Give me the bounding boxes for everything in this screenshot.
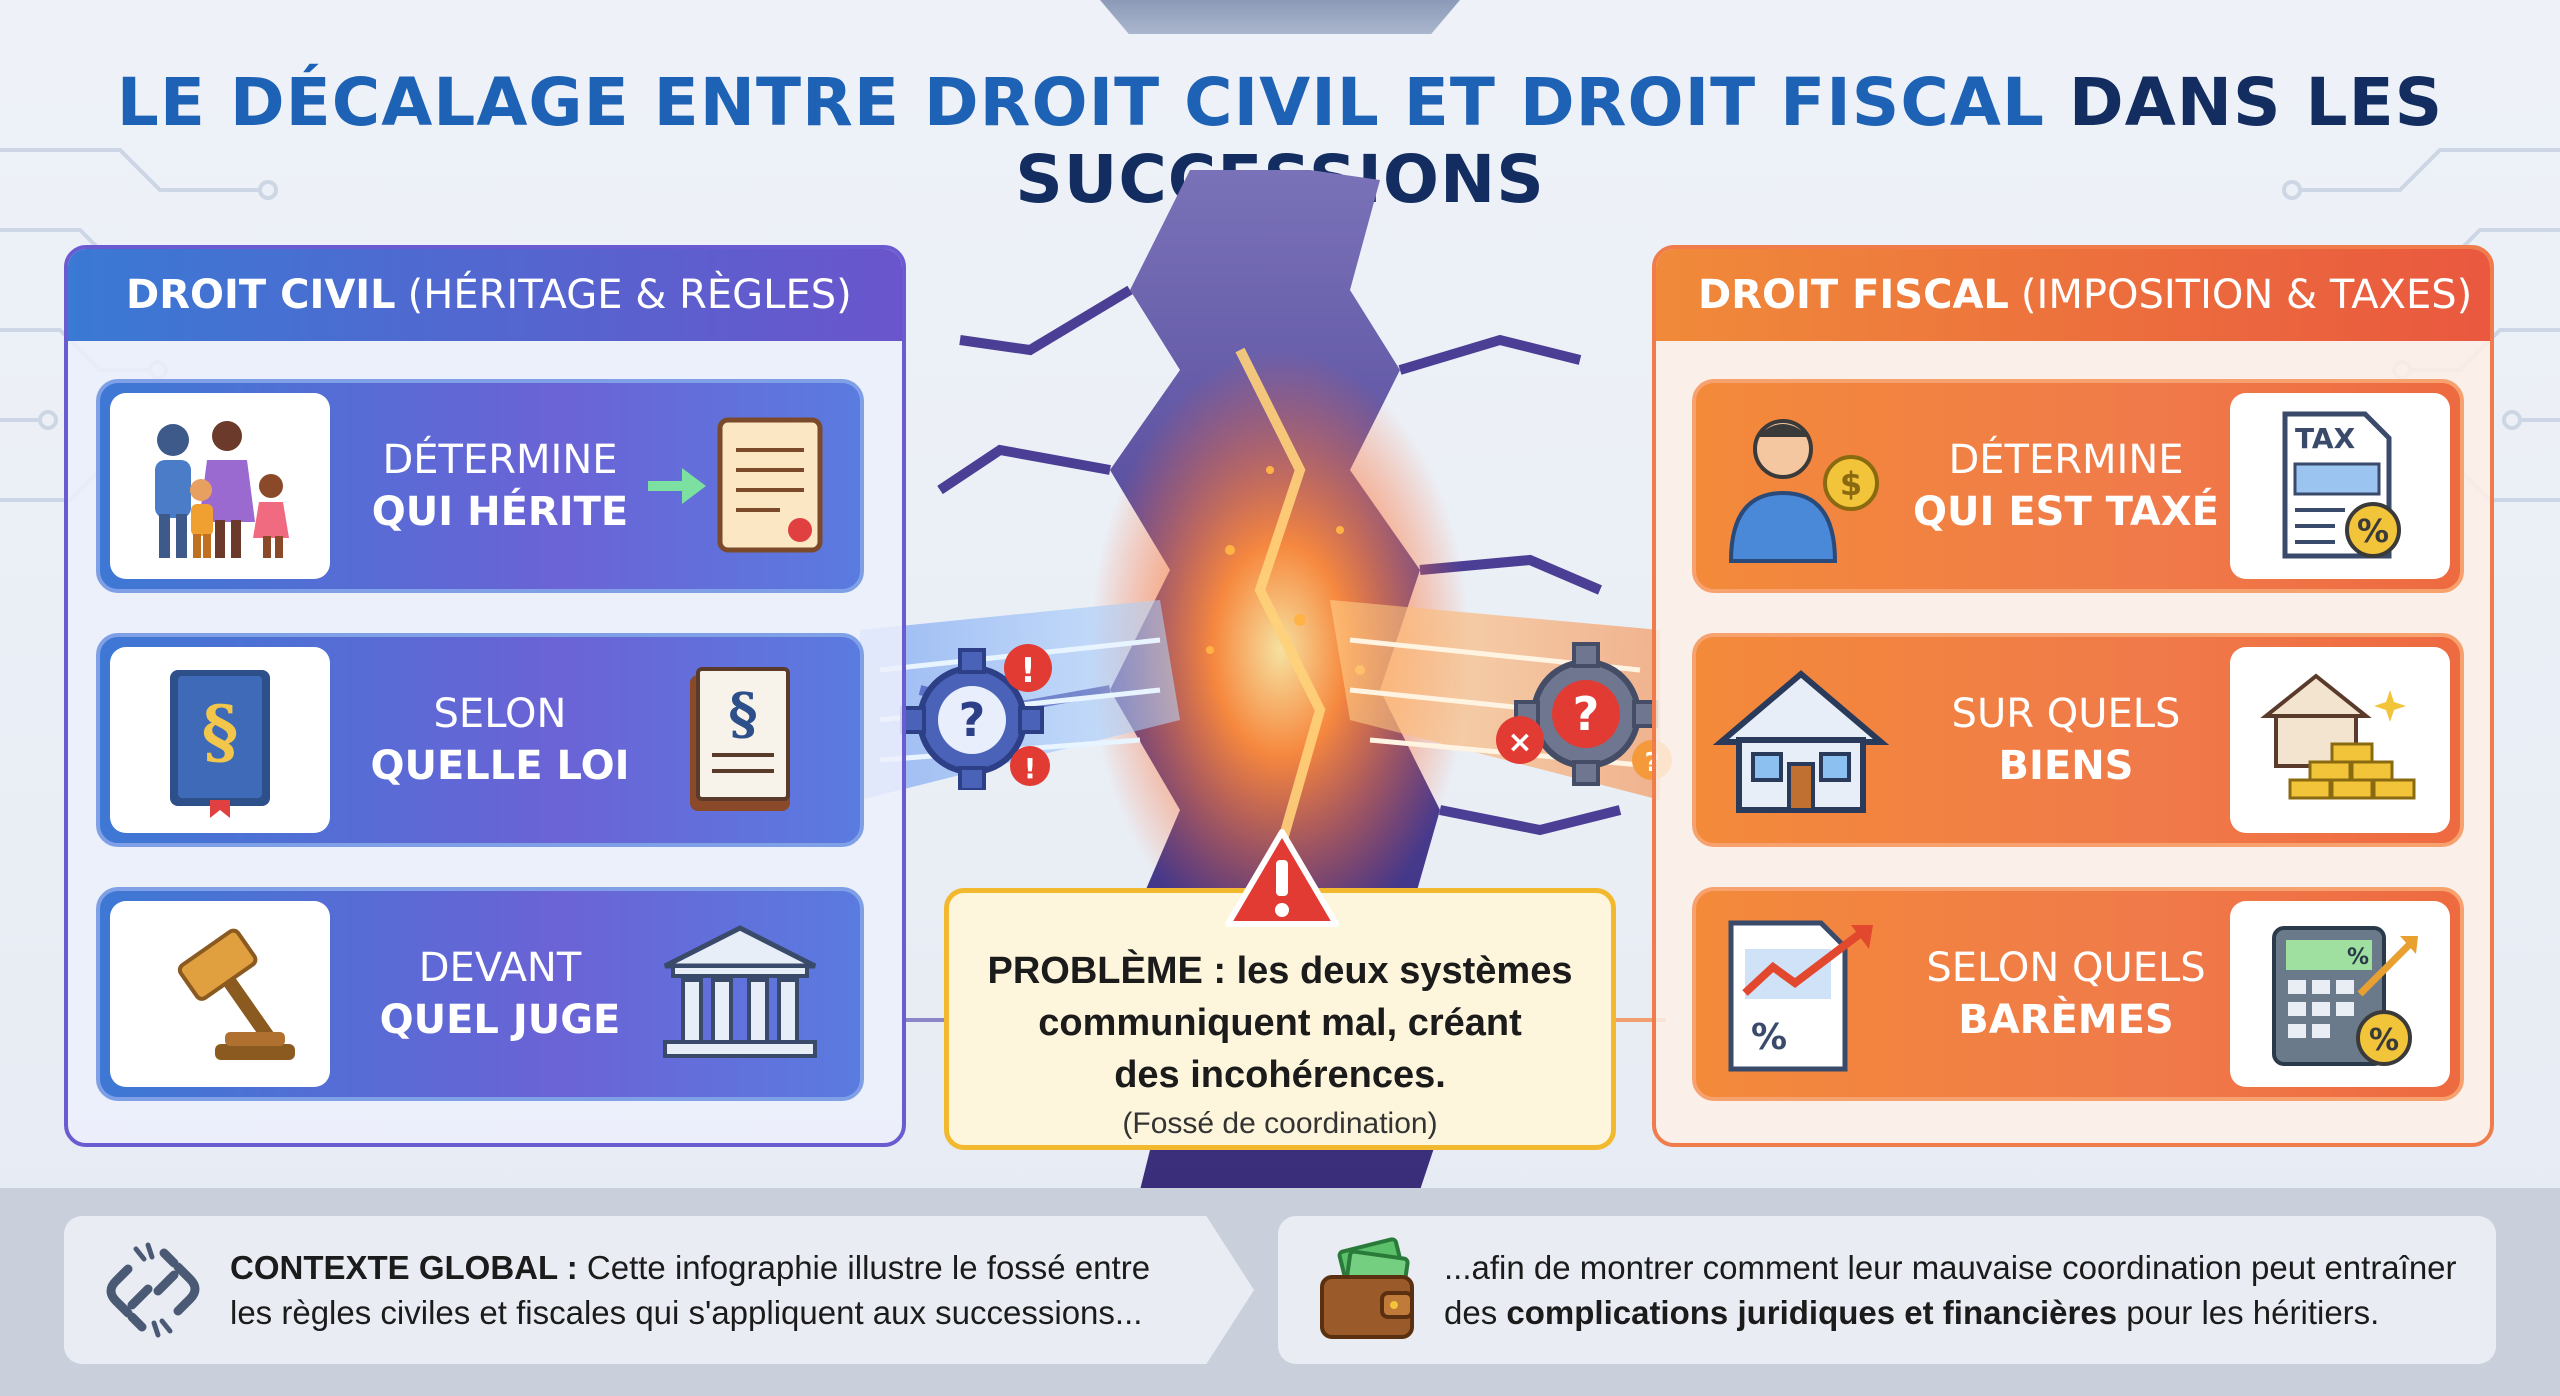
top-notch <box>1100 0 1460 34</box>
civil-row-quel-juge: DEVANT QUEL JUGE <box>96 887 864 1101</box>
family-icon <box>110 393 330 579</box>
droit-fiscal-header: DROIT FISCAL (IMPOSITION & TAXES) <box>1656 249 2490 341</box>
broken-link-icon <box>106 1242 200 1338</box>
footer-left-bold: CONTEXTE GLOBAL : <box>230 1249 578 1286</box>
svg-text:%: % <box>1751 1017 1787 1058</box>
fiscal-row-2-text: SUR QUELS BIENS <box>1906 637 2226 843</box>
footer-context-box: CONTEXTE GLOBAL : Cette infographie illu… <box>64 1216 1254 1364</box>
problem-sub: (Fossé de coordination) <box>1122 1107 1438 1140</box>
civil-row-quelle-loi: § SELON QUELLE LOI § <box>96 633 864 847</box>
fiscal-row-quels-biens: SUR QUELS BIENS <box>1692 633 2464 847</box>
footer-right-bold: complications juridiques et financières <box>1506 1294 2118 1331</box>
warning-icon <box>1225 829 1339 927</box>
footer-right-pre: des <box>1444 1294 1498 1331</box>
footer-right-line1: ...afin de montrer comment leur mauvaise… <box>1444 1249 2457 1286</box>
svg-text:%: % <box>2347 945 2369 970</box>
footer-left-line1: Cette infographie illustre le fossé entr… <box>586 1249 1151 1286</box>
house-icon <box>1696 655 1906 825</box>
civil-row-1-line1: DÉTERMINE <box>382 437 618 483</box>
tax-label: TAX <box>2295 422 2356 455</box>
gear-question-left-icon: ? ! ! <box>900 644 1052 790</box>
fiscal-row-3-text: SELON QUELS BARÈMES <box>1906 891 2226 1097</box>
problem-bold: PROBLÈME : <box>987 950 1227 992</box>
droit-civil-header: DROIT CIVIL (HÉRITAGE & RÈGLES) <box>68 249 902 341</box>
civil-row-1-line2: QUI HÉRITE <box>371 489 629 535</box>
civil-row-2-line2: QUELLE LOI <box>370 743 630 789</box>
civil-row-3-line2: QUEL JUGE <box>379 997 621 1043</box>
fiscal-row-1-text: DÉTERMINE QUI EST TAXÉ <box>1906 383 2226 589</box>
problem-box: PROBLÈME : les deux systèmes communiquen… <box>944 888 1616 1150</box>
problem-line3: des incohérences. <box>1114 1054 1446 1096</box>
civil-row-2-text: SELON QUELLE LOI <box>350 637 650 843</box>
house-gold-icon <box>2230 647 2450 833</box>
courthouse-icon <box>640 909 840 1079</box>
droit-civil-panel: DROIT CIVIL (HÉRITAGE & RÈGLES) DÉTERMIN… <box>64 245 906 1147</box>
footer-consequence-text: ...afin de montrer comment leur mauvaise… <box>1444 1245 2457 1335</box>
civil-row-1-text: DÉTERMINE QUI HÉRITE <box>350 383 650 589</box>
law-document-icon: § <box>640 655 840 825</box>
gavel-icon <box>110 901 330 1087</box>
svg-text:?: ? <box>1573 687 1600 741</box>
gear-question-right-icon: ? × ? <box>1496 642 1672 786</box>
svg-text:§: § <box>728 681 757 747</box>
footer-left-line2: les règles civiles et fiscales qui s'app… <box>230 1294 1143 1331</box>
svg-text:%: % <box>2357 512 2389 550</box>
civil-row-2-line1: SELON <box>433 691 567 737</box>
tax-document-icon: TAX % <box>2230 393 2450 579</box>
problem-line2: communiquent mal, créant <box>1038 1002 1522 1044</box>
svg-text:×: × <box>1507 725 1532 760</box>
droit-fiscal-panel: DROIT FISCAL (IMPOSITION & TAXES) $ DÉTE… <box>1652 245 2494 1147</box>
svg-text:!: ! <box>1024 752 1037 785</box>
taxpayer-icon: $ <box>1696 401 1906 571</box>
footer-context-text: CONTEXTE GLOBAL : Cette infographie illu… <box>230 1245 1150 1335</box>
chart-document-icon: % <box>1696 909 1906 1079</box>
fiscal-row-quels-baremes: % SELON QUELS BARÈMES % % <box>1692 887 2464 1101</box>
civil-row-qui-herite: DÉTERMINE QUI HÉRITE <box>96 379 864 593</box>
footer-bar: CONTEXTE GLOBAL : Cette infographie illu… <box>0 1188 2560 1396</box>
fiscal-row-1-line2: QUI EST TAXÉ <box>1913 489 2219 535</box>
svg-text:?: ? <box>959 693 986 747</box>
problem-message: PROBLÈME : les deux systèmes communiquen… <box>949 945 1611 1101</box>
svg-text:!: ! <box>1020 651 1036 691</box>
droit-civil-header-rest: (HÉRITAGE & RÈGLES) <box>407 272 852 318</box>
wallet-money-icon <box>1320 1237 1414 1339</box>
footer-consequence-box: ...afin de montrer comment leur mauvaise… <box>1278 1216 2496 1364</box>
fiscal-row-1-line1: DÉTERMINE <box>1948 437 2184 483</box>
title-part1: LE DÉCALAGE ENTRE DROIT CIVIL ET DROIT F… <box>116 64 2045 141</box>
svg-text:%: % <box>2369 1023 2399 1058</box>
arrow-scroll-icon <box>640 401 840 571</box>
page-title: LE DÉCALAGE ENTRE DROIT CIVIL ET DROIT F… <box>0 64 2560 218</box>
fiscal-row-3-line2: BARÈMES <box>1958 997 2174 1043</box>
svg-text:§: § <box>202 690 239 773</box>
droit-fiscal-header-rest: (IMPOSITION & TAXES) <box>2020 272 2473 318</box>
svg-text:$: $ <box>1840 465 1862 503</box>
title-part2: DANS LES SUCCESSIONS <box>1015 64 2444 218</box>
fiscal-row-3-line1: SELON QUELS <box>1926 945 2206 991</box>
fiscal-row-2-line2: BIENS <box>1998 743 2134 789</box>
civil-row-3-text: DEVANT QUEL JUGE <box>350 891 650 1097</box>
droit-civil-header-bold: DROIT CIVIL <box>126 272 396 318</box>
calculator-icon: % % <box>2230 901 2450 1087</box>
footer-right-post: pour les héritiers. <box>2126 1294 2380 1331</box>
law-book-icon: § <box>110 647 330 833</box>
fiscal-row-qui-est-taxe: $ DÉTERMINE QUI EST TAXÉ TAX % <box>1692 379 2464 593</box>
fiscal-row-2-line1: SUR QUELS <box>1951 691 2181 737</box>
problem-line1-rest: les deux systèmes <box>1236 950 1573 992</box>
droit-fiscal-header-bold: DROIT FISCAL <box>1698 272 2009 318</box>
civil-row-3-line1: DEVANT <box>418 945 582 991</box>
